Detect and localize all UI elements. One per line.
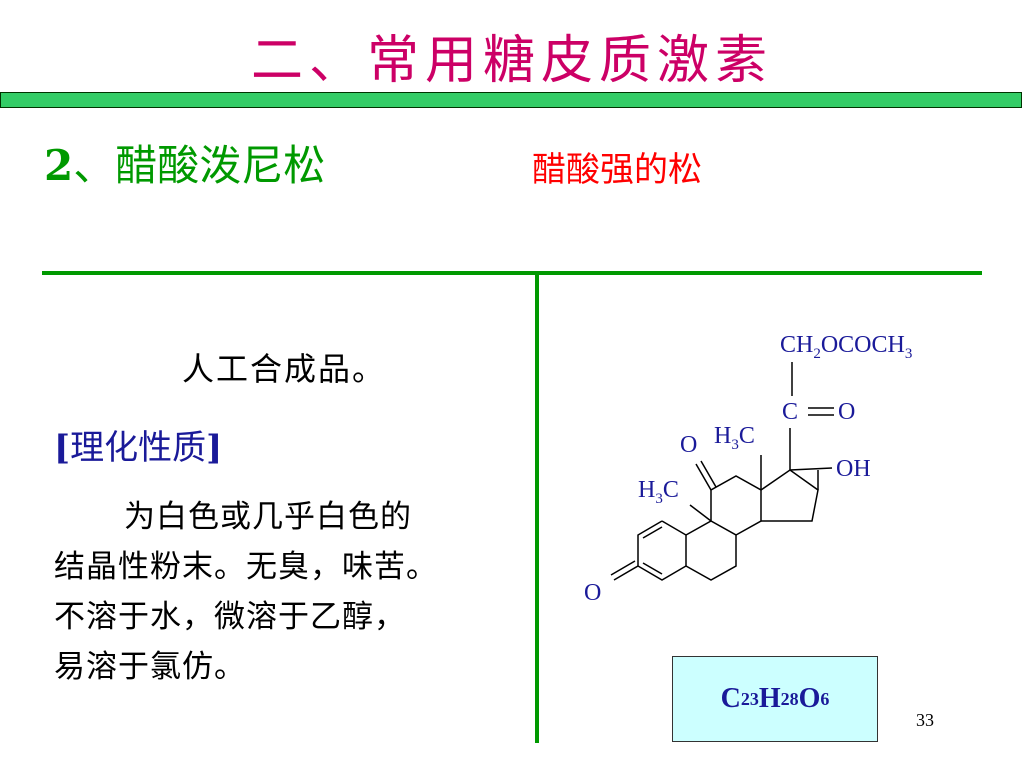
- vertical-divider: [535, 271, 539, 743]
- side-chain-label: CH2OCOCH3: [780, 332, 912, 362]
- o-3-label: O: [584, 580, 601, 606]
- formula-c-sub: 23: [740, 688, 759, 709]
- section-label: 理化性质: [70, 428, 207, 468]
- section-heading: [理化性质]: [54, 420, 222, 469]
- o-atom-label: O: [838, 399, 855, 425]
- formula-o-sub: 6: [820, 688, 830, 709]
- drug-name-heading: 2、醋酸泼尼松: [44, 132, 325, 193]
- para-line: 为白色或几乎白色的: [124, 499, 412, 535]
- hydroxyl-label: OH: [836, 456, 871, 482]
- para-line: 结晶性粉末。无臭，味苦。: [54, 549, 438, 585]
- o-11-label: O: [680, 432, 697, 458]
- structure-bonds: [610, 362, 834, 581]
- methyl-label-lower: H3C: [638, 477, 679, 507]
- formula-h: H: [758, 683, 781, 714]
- methyl-label-upper: H3C: [714, 423, 755, 453]
- formula-c: C: [720, 683, 741, 714]
- properties-paragraph: 为白色或几乎白色的 结晶性粉末。无臭，味苦。 不溶于水，微溶于乙醇， 易溶于氯仿…: [54, 492, 524, 692]
- title-divider-bar: [0, 92, 1022, 108]
- heading-number: 2: [44, 141, 74, 190]
- horizontal-divider: [42, 271, 982, 275]
- formula-o: O: [798, 683, 821, 714]
- bracket-open: [: [54, 428, 71, 468]
- formula-h-sub: 28: [780, 688, 799, 709]
- c-atom-label: C: [782, 399, 798, 425]
- chemical-structure-diagram: CH2OCOCH3 C O O H3C OH H3C O: [584, 332, 912, 606]
- para-line: 易溶于氯仿。: [54, 649, 246, 685]
- drug-alias: 醋酸强的松: [532, 150, 702, 190]
- origin-text: 人工合成品。: [182, 350, 387, 388]
- page-number: 33: [916, 710, 934, 730]
- slide-title: 二、常用糖皮质激素: [250, 31, 773, 91]
- para-line: 不溶于水，微溶于乙醇，: [54, 599, 406, 635]
- bracket-close: ]: [206, 428, 223, 468]
- heading-text: 、醋酸泼尼松: [73, 141, 326, 190]
